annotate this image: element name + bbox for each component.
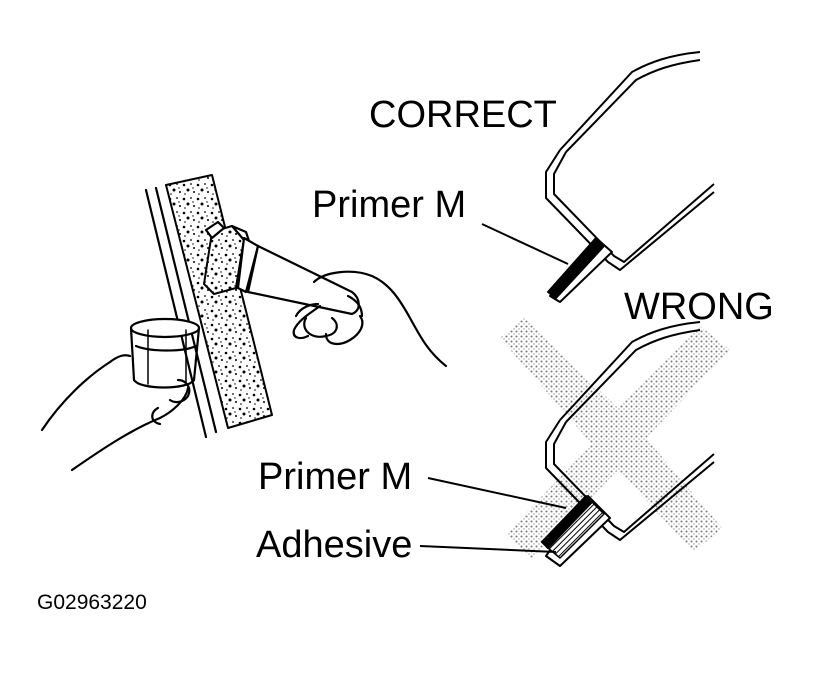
wrong-cross-section — [419, 318, 730, 567]
primer-layer-wrong — [541, 495, 593, 549]
figure-code: G02963220 — [37, 591, 147, 614]
label-adhesive: Adhesive — [256, 524, 413, 566]
primer-layer-correct — [547, 237, 605, 299]
brush-icon — [203, 220, 360, 316]
label-primer-wrong: Primer M — [258, 456, 413, 498]
pane-edge-line — [144, 188, 208, 439]
glass-outline — [545, 51, 715, 271]
correct-cross-section — [481, 51, 715, 303]
left-hand — [40, 354, 191, 472]
label-wrong: WRONG — [624, 286, 774, 328]
primer-strip — [165, 174, 273, 429]
glass-outline — [545, 321, 715, 541]
wrong-x-mark — [500, 318, 730, 558]
cup-icon — [129, 317, 201, 389]
leader-primer-correct — [481, 223, 569, 265]
leader-adhesive — [419, 545, 557, 553]
right-hand — [292, 270, 448, 368]
label-primer-correct: Primer M — [312, 184, 467, 226]
primer-application-illustration — [40, 174, 448, 472]
pane-edge-line — [154, 186, 218, 434]
leader-primer-wrong — [427, 477, 567, 509]
label-correct: CORRECT — [369, 94, 557, 136]
